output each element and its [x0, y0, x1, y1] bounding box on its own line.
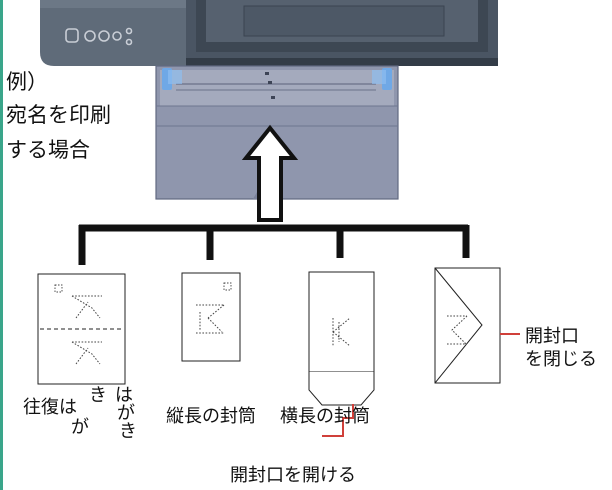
example-label: 例） — [6, 70, 48, 94]
seal-closed-label: 開封口 を閉じる — [525, 326, 597, 370]
landscape-envelope-caption: 横長の封筒 — [280, 406, 370, 427]
return-postcard-card — [37, 273, 126, 385]
example-desc-line2: する場合 — [6, 138, 90, 162]
caption-part-oufuku: 往復 — [23, 397, 59, 418]
seal-open-pointer — [322, 404, 354, 437]
return-postcard-caption: 往復 は が き は が き — [23, 385, 137, 442]
caption-part-ha-1: は — [59, 397, 77, 418]
frame-edge — [0, 0, 3, 490]
address-mark — [447, 315, 468, 345]
printer-illustration — [40, 0, 498, 66]
mp-tray — [155, 65, 399, 200]
seal-closed-line2: を閉じる — [525, 349, 597, 370]
caption-part-ga-1: が — [71, 417, 89, 438]
caption-part-ga-2: き — [119, 421, 137, 442]
seal-open-label: 開封口を開ける — [230, 465, 356, 486]
insertion-arrow — [241, 124, 299, 222]
caption-part-ki-2: は — [115, 385, 133, 406]
seal-closed-line1: 開封口 — [525, 326, 579, 347]
connector-lines — [78, 224, 470, 265]
address-mark-upper — [71, 295, 102, 319]
address-mark — [196, 304, 225, 334]
caption-part-ki-1: き — [89, 385, 107, 406]
address-mark-lower — [71, 341, 102, 365]
example-label-block: 例） 宛名を印刷 する場合 — [6, 70, 111, 162]
landscape-envelope-card — [308, 271, 375, 406]
portrait-envelope-card — [181, 272, 241, 362]
example-desc-line1: 宛名を印刷 — [6, 103, 111, 127]
closed-flap-envelope-card — [434, 267, 501, 384]
portrait-envelope-caption: 縦長の封筒 — [166, 406, 256, 427]
address-mark — [332, 317, 351, 347]
panel-buttons — [65, 27, 133, 46]
caption-part-ha-2: が — [117, 403, 135, 424]
paper-width-guides — [162, 68, 392, 90]
